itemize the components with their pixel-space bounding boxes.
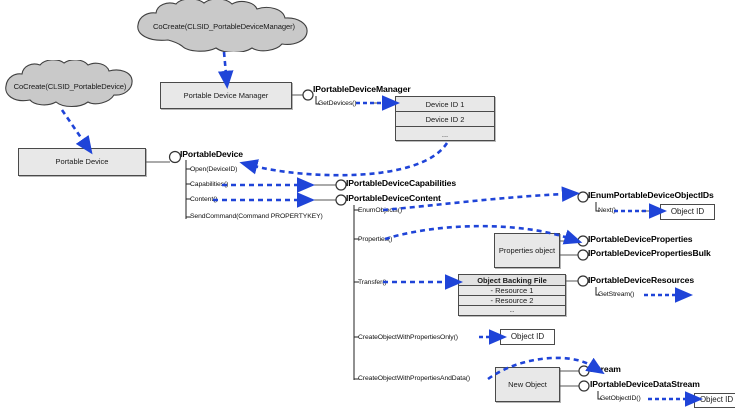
- cloud-label: CoCreate(CLSID_PortableDeviceManager): [153, 21, 295, 31]
- object-id-box-enum: Object ID: [660, 204, 715, 220]
- cloud-shape-icon: [137, 0, 308, 54]
- flow-arrows: [60, 51, 704, 407]
- object-id-label: Object ID: [510, 331, 545, 341]
- interface-label-iportabledevicecontent: IPortableDeviceContent: [346, 193, 441, 203]
- object-id-label: Object ID: [670, 206, 705, 216]
- object-box-label: New Object: [508, 379, 547, 389]
- lollipop-iportabledevicecontent: [335, 194, 347, 206]
- method-getobjectid: GetObjectID(): [600, 395, 641, 402]
- method-getdevices: GetDevices(): [318, 100, 357, 107]
- object-backing-file-list: Object Backing File - Resource 1 - Resou…: [458, 274, 566, 316]
- method-capabilities: Capabilities(): [190, 181, 229, 188]
- lollipop-iportabledevice: [168, 150, 182, 164]
- device-id-row: Device ID 2: [396, 112, 494, 127]
- method-createobjectwithpropertiesanddata: CreateObjectWithPropertiesAndData(): [358, 375, 471, 382]
- backing-file-row: - Resource 2: [459, 296, 565, 306]
- method-content: Content(): [190, 196, 218, 203]
- interface-label-iportabledevicecapabilities: IPortableDeviceCapabilities: [346, 178, 457, 188]
- object-box-portable-device: Portable Device: [18, 148, 146, 176]
- method-properties: Properties(): [358, 236, 393, 243]
- interface-label-iportabledevice: IPortableDevice: [180, 149, 243, 159]
- arrow-cocreate-to-pdm: [217, 51, 234, 90]
- interface-label-iportabledevicedatastream: IPortableDeviceDataStream: [590, 379, 700, 389]
- cloud-shape-icon: [5, 59, 133, 108]
- method-next: Next(): [598, 207, 616, 214]
- lollipop-iportabledeviceproperties: [577, 235, 589, 247]
- method-open: Open(DeviceID): [190, 166, 238, 173]
- lollipop-iportabledeviceresources: [577, 275, 589, 287]
- method-getstream: GetStream(): [598, 291, 635, 298]
- object-box-label: Portable Device Manager: [183, 90, 269, 100]
- object-id-box-create: Object ID: [500, 329, 555, 345]
- object-id-label: Object ID: [699, 395, 734, 405]
- interface-label-iportabledevicemanager: IPortableDeviceManager: [313, 84, 411, 94]
- interface-label-ienumportabledeviceobjectids: IEnumPortableDeviceObjectIDs: [588, 190, 714, 200]
- object-box-new-object: New Object: [495, 367, 560, 402]
- interface-label-istream: IStream: [590, 364, 621, 374]
- object-id-box-datastream: Object ID: [694, 393, 735, 408]
- backing-file-header: Object Backing File: [459, 275, 565, 286]
- arrow-deviceid-to-open: [239, 142, 449, 177]
- method-createobjectwithpropertiesonly: CreateObjectWithPropertiesOnly(): [358, 334, 458, 341]
- lollipop-iportabledevicedatastream: [578, 380, 590, 392]
- lollipop-iportabledevicecapabilities: [335, 179, 347, 191]
- method-transfer: Transfer(): [358, 279, 387, 286]
- interface-label-iportabledevicepropertiesbulk: IPortableDevicePropertiesBulk: [588, 248, 711, 258]
- backing-file-row: ...: [509, 307, 515, 314]
- cloud-cocreate-portable-device-manager: CoCreate(CLSID_PortableDeviceManager): [126, 0, 322, 54]
- method-enumobjects: EnumObjects(): [358, 207, 403, 214]
- lollipop-iportabledevicepropertiesbulk: [577, 249, 589, 261]
- object-box-portable-device-manager: Portable Device Manager: [160, 82, 292, 109]
- interface-label-iportabledeviceproperties: IPortableDeviceProperties: [588, 234, 693, 244]
- lollipop-iportabledevicemanager: [302, 89, 314, 101]
- device-id-list: Device ID 1 Device ID 2 ...: [395, 96, 495, 141]
- object-box-properties-object: Properties object: [494, 233, 560, 268]
- method-sendcommand: SendCommand(Command PROPERTYKEY): [190, 213, 323, 220]
- cloud-cocreate-portable-device: CoCreate(CLSID_PortableDevice): [0, 59, 140, 112]
- backing-file-row: - Resource 1: [459, 286, 565, 296]
- lollipop-istream: [578, 365, 590, 377]
- object-box-label: Portable Device: [55, 157, 109, 167]
- device-id-row: Device ID 1: [396, 97, 494, 112]
- lollipop-ienumportabledeviceobjectids: [577, 191, 589, 203]
- object-box-label: Properties object: [498, 245, 556, 255]
- device-id-row: ...: [441, 129, 449, 139]
- interface-label-iportabledeviceresources: IPortableDeviceResources: [588, 275, 695, 285]
- cloud-label: CoCreate(CLSID_PortableDevice): [13, 81, 127, 91]
- arrow-cocreate-to-pd: [60, 109, 93, 155]
